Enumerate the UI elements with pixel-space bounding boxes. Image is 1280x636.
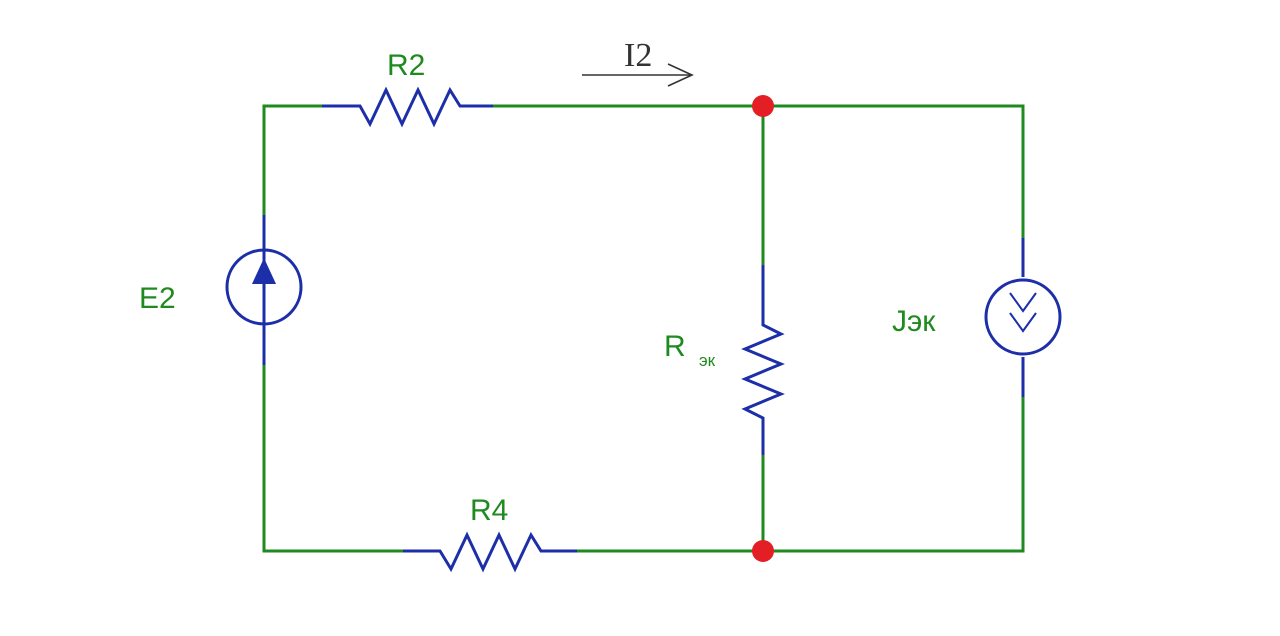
label-r2: R2 [387,49,425,82]
node-top [752,95,774,117]
node-bottom [752,540,774,562]
current-arrow-i2 [582,63,694,87]
resistor-r4 [403,531,577,573]
label-req-subscript: эк [699,351,716,370]
double-chevron-down-icon [1009,292,1037,333]
resistor-req [741,265,785,455]
label-r4: R4 [470,494,508,527]
resistor-r2 [322,86,493,128]
label-req: R [664,330,686,363]
voltage-source-e2 [225,215,303,365]
up-arrow-icon [252,258,276,284]
label-jek: Jэк [892,305,936,338]
label-e2: E2 [139,282,176,315]
label-i2: I2 [624,37,652,74]
current-source-jek [984,238,1062,397]
wires [262,104,1025,553]
